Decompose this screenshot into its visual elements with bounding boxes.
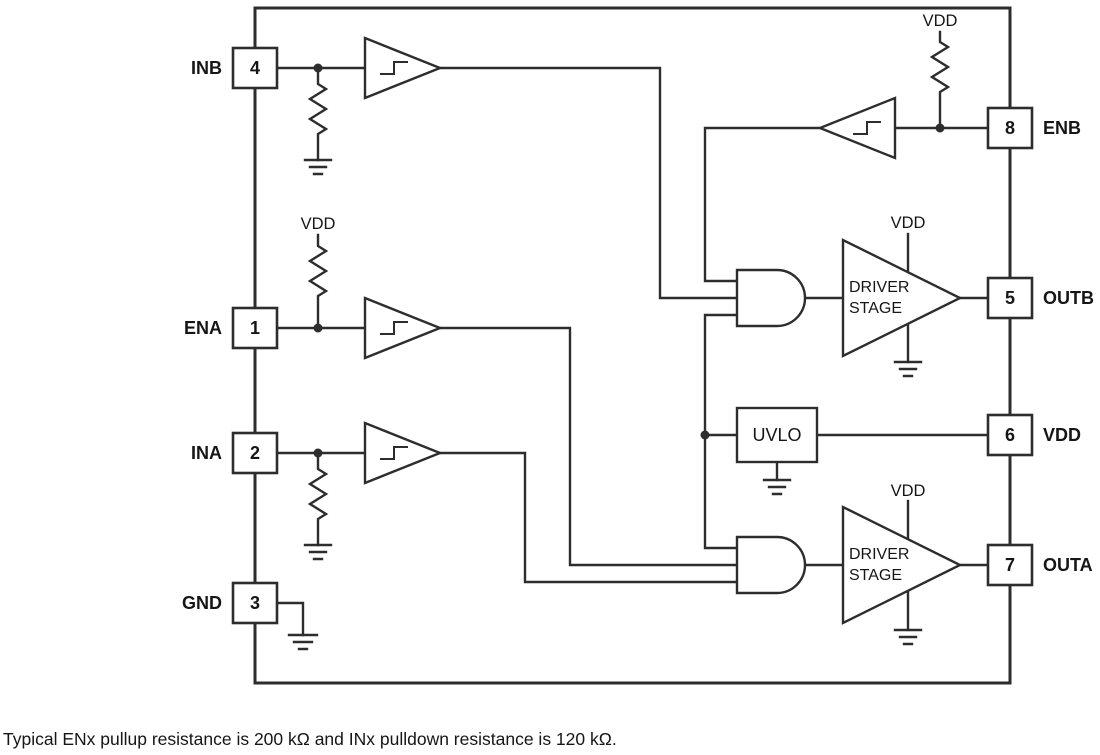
uvlo-distribution-wire bbox=[703, 313, 739, 550]
schmitt-hysteresis-icon bbox=[853, 121, 881, 135]
uvlo-label: UVLO bbox=[752, 425, 801, 445]
pin-label: ENA bbox=[184, 318, 222, 338]
pin-label: VDD bbox=[1043, 425, 1081, 445]
ena-pullup-vdd-label: VDD bbox=[301, 215, 336, 233]
ina-ground-symbol bbox=[303, 543, 333, 561]
driver-a-ground-symbol bbox=[893, 628, 923, 646]
pin-box bbox=[231, 581, 279, 625]
ground-symbols bbox=[287, 158, 923, 651]
inb-pulldown-resistor bbox=[307, 66, 329, 162]
pin-box bbox=[231, 306, 279, 350]
inb-route-wire bbox=[438, 66, 739, 300]
and-gate-a bbox=[735, 535, 807, 595]
driver-a-vdd-label: VDD bbox=[891, 482, 926, 500]
enb-route-wire bbox=[703, 126, 822, 283]
pin-box bbox=[986, 106, 1034, 150]
pin-number: 4 bbox=[250, 58, 260, 78]
logic-shapes bbox=[363, 36, 963, 625]
enb-pullup-vdd-label: VDD bbox=[923, 12, 958, 30]
ina-schmitt-buffer bbox=[363, 421, 444, 485]
pin-number: 8 bbox=[1005, 118, 1015, 138]
ina-pulldown-resistor bbox=[307, 451, 329, 547]
ena-route-wire bbox=[438, 326, 739, 567]
pin-number: 6 bbox=[1005, 425, 1015, 445]
footer-note: Typical ENx pullup resistance is 200 kΩ … bbox=[3, 729, 617, 749]
driver-a-label-line1: DRIVER bbox=[849, 546, 909, 563]
supply-labels: VDD VDD VDD VDD bbox=[301, 12, 958, 500]
pin-box bbox=[986, 543, 1034, 587]
schmitt-hysteresis-icon bbox=[380, 61, 408, 75]
pin-label: OUTB bbox=[1043, 288, 1094, 308]
gnd-pin-ground-symbol bbox=[287, 633, 319, 651]
pin-ena: 1 ENA bbox=[184, 306, 279, 350]
inb-ground-symbol bbox=[303, 158, 333, 176]
pin-box bbox=[231, 46, 279, 90]
schmitt-hysteresis-icon bbox=[380, 321, 408, 335]
junction-dot bbox=[700, 430, 710, 440]
pin-enb: 8 ENB bbox=[986, 106, 1081, 150]
pin-vdd: 6 VDD bbox=[986, 413, 1081, 457]
pin-ina: 2 INA bbox=[191, 431, 279, 475]
inb-schmitt-buffer bbox=[363, 36, 444, 100]
ena-pullup-resistor bbox=[307, 233, 329, 330]
and-gate-b bbox=[735, 268, 807, 328]
pin-number: 2 bbox=[250, 443, 260, 463]
junction-dot bbox=[313, 323, 323, 333]
junction-dot bbox=[935, 123, 945, 133]
pin-number: 5 bbox=[1005, 288, 1015, 308]
pin-label: INB bbox=[191, 58, 222, 78]
junction-dots bbox=[313, 63, 945, 458]
driver-a-text: DRIVER STAGE bbox=[849, 546, 909, 584]
pin-label: INA bbox=[191, 443, 222, 463]
uvlo-block bbox=[735, 406, 819, 464]
driver-stage-a bbox=[841, 505, 963, 625]
pin-box bbox=[986, 413, 1034, 457]
enb-schmitt-buffer bbox=[816, 96, 897, 160]
driver-b-text: DRIVER STAGE bbox=[849, 279, 909, 317]
pin-label: OUTA bbox=[1043, 555, 1093, 575]
driver-b-vdd-label: VDD bbox=[891, 214, 926, 232]
pin-label: GND bbox=[182, 593, 222, 613]
enb-pullup-resistor bbox=[929, 30, 951, 130]
gnd-pin-wire bbox=[275, 601, 305, 637]
resistors bbox=[307, 30, 951, 547]
pin-gnd: 3 GND bbox=[182, 581, 279, 625]
pin-number: 3 bbox=[250, 593, 260, 613]
wires bbox=[275, 66, 990, 637]
schmitt-hysteresis-icon bbox=[380, 446, 408, 460]
pin-number: 1 bbox=[250, 318, 260, 338]
driver-b-label-line1: DRIVER bbox=[849, 279, 909, 296]
junction-dot bbox=[313, 448, 323, 458]
pin-box bbox=[231, 431, 279, 475]
driver-a-label-line2: STAGE bbox=[849, 567, 902, 584]
pin-inb: 4 INB bbox=[191, 46, 279, 90]
pin-label: ENB bbox=[1043, 118, 1081, 138]
driver-b-ground-symbol bbox=[893, 360, 923, 378]
ina-route-wire bbox=[438, 451, 739, 584]
pin-box bbox=[986, 276, 1034, 320]
pin-outa: 7 OUTA bbox=[986, 543, 1093, 587]
junction-dot bbox=[313, 63, 323, 73]
uvlo-ground-symbol bbox=[762, 478, 792, 496]
pin-outb: 5 OUTB bbox=[986, 276, 1094, 320]
driver-b-label-line2: STAGE bbox=[849, 300, 902, 317]
pin-number: 7 bbox=[1005, 555, 1015, 575]
driver-stage-b bbox=[841, 238, 963, 358]
ena-schmitt-buffer bbox=[363, 296, 444, 360]
